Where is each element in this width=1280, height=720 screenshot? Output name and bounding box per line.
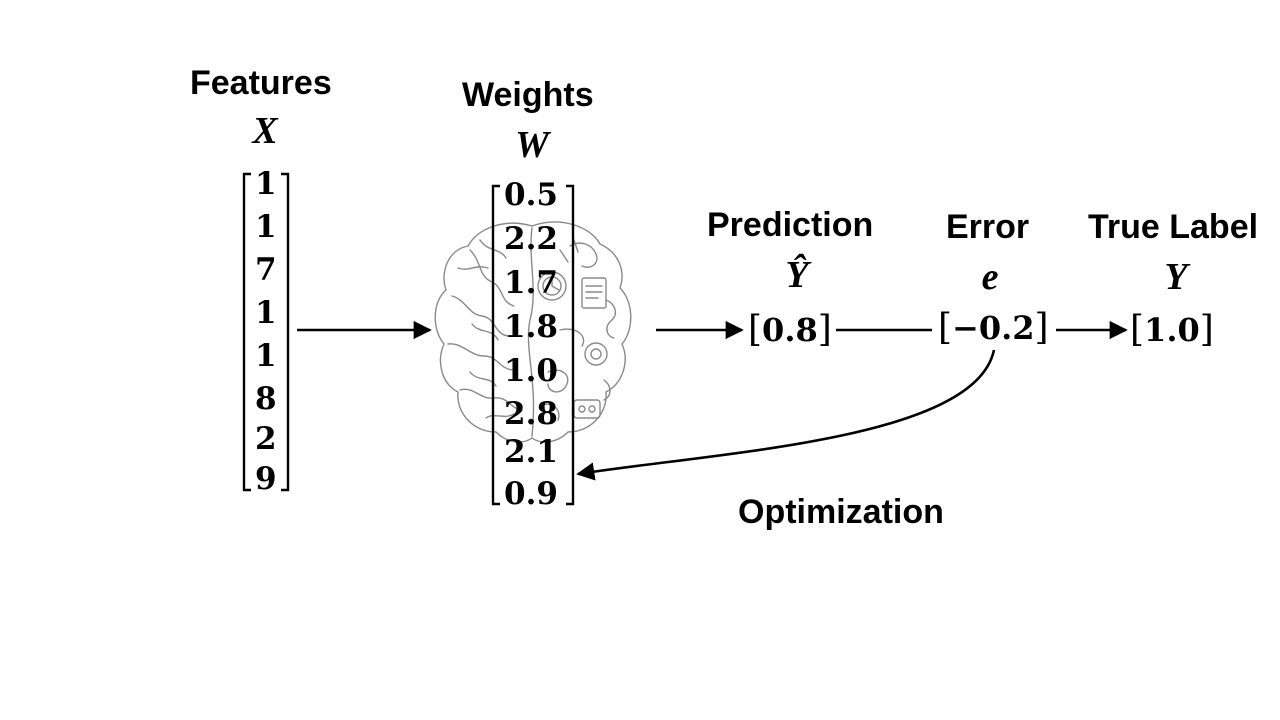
prediction-value-text: 0.8 — [762, 311, 818, 349]
weights-value-1: 0.5 — [504, 177, 558, 213]
prediction-symbol: Ŷ — [785, 254, 809, 296]
error-symbol: e — [981, 256, 999, 298]
features-value-6: 8 — [255, 381, 277, 417]
error-bracket-left: [ — [938, 307, 953, 348]
weights-value-6: 2.8 — [504, 396, 558, 432]
weights-value-5: 1.0 — [504, 353, 558, 389]
optimization-feedback-arrow — [576, 349, 996, 481]
error-bracket-right: ] — [1034, 307, 1049, 348]
features-label: Features — [190, 64, 332, 102]
true-label-bracket-right: ] — [1199, 309, 1214, 350]
error-value: [−0.2] — [938, 310, 1049, 346]
weights-label: Weights — [462, 76, 594, 114]
true-label-value-text: 1.0 — [1144, 311, 1200, 349]
true-label-value: [1.0] — [1130, 312, 1214, 348]
features-value-2: 1 — [255, 209, 277, 245]
optimization-label: Optimization — [738, 493, 944, 531]
features-value-4: 1 — [255, 295, 277, 331]
features-value-3: 7 — [255, 252, 277, 288]
prediction-bracket-left: [ — [748, 309, 763, 350]
features-bracket-right — [281, 172, 290, 492]
true-label-label: True Label — [1088, 208, 1259, 246]
features-symbol: X — [252, 110, 278, 152]
weights-bracket-right — [566, 184, 575, 506]
features-value-7: 2 — [255, 421, 277, 457]
features-bracket-left — [242, 172, 251, 492]
weights-value-4: 1.8 — [504, 309, 558, 345]
weights-symbol: W — [515, 124, 549, 166]
features-value-1: 1 — [255, 166, 277, 202]
weights-value-7: 2.1 — [504, 434, 558, 470]
features-value-8: 9 — [255, 461, 277, 497]
prediction-label: Prediction — [707, 206, 874, 244]
prediction-value: [0.8] — [748, 312, 832, 348]
true-label-bracket-left: [ — [1130, 309, 1145, 350]
features-value-5: 1 — [255, 338, 277, 374]
weights-value-8: 0.9 — [504, 476, 558, 512]
true-label-symbol: Y — [1164, 256, 1188, 298]
weights-value-2: 2.2 — [504, 221, 558, 257]
error-label: Error — [946, 208, 1030, 246]
prediction-bracket-right: ] — [817, 309, 832, 350]
weights-bracket-left — [491, 184, 500, 506]
error-value-text: −0.2 — [952, 309, 1035, 347]
weights-value-3: 1.7 — [504, 265, 558, 301]
